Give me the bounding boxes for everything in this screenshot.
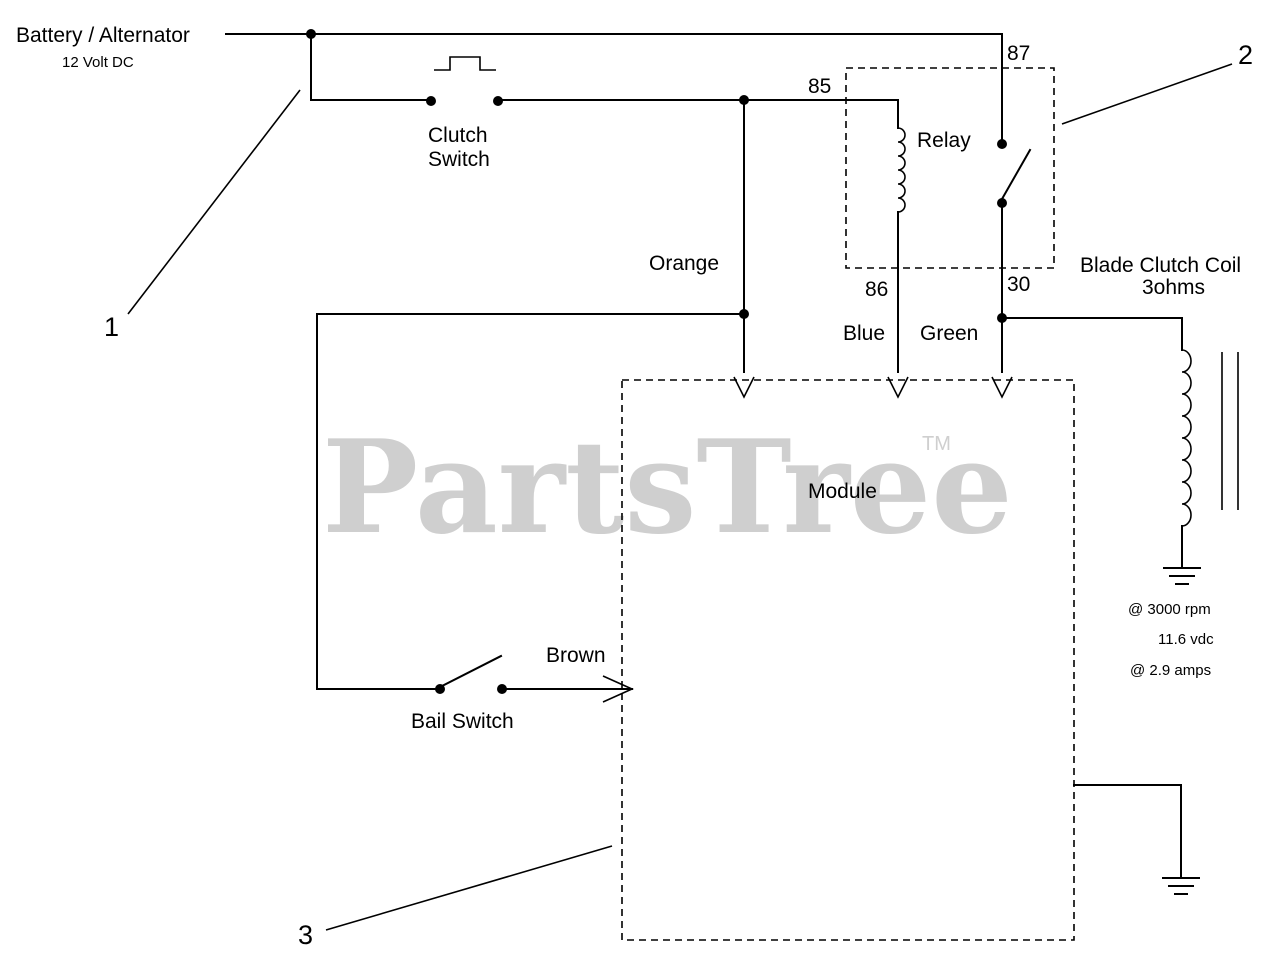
callout-3-leader <box>325 845 613 931</box>
coil-resistance-label: 3ohms <box>1142 276 1205 299</box>
orange-wire-label: Orange <box>649 252 719 275</box>
watermark-brand: PartsTree <box>322 413 1013 563</box>
coil-ground <box>1163 525 1201 585</box>
coil-core <box>1221 352 1239 510</box>
blade-clutch-coil <box>1181 349 1192 527</box>
bail-switch <box>435 654 634 703</box>
battery-alternator-label: Battery / Alternator <box>16 24 190 47</box>
clutch-switch-label-line2: Switch <box>428 148 490 171</box>
callout-1-leader <box>127 89 301 315</box>
brown-connector-arrow <box>602 675 634 703</box>
watermark-trademark: TM <box>922 433 951 455</box>
relay-coil <box>897 127 906 213</box>
callout-3: 3 <box>298 920 313 950</box>
green-wire-label: Green <box>920 322 978 345</box>
relay-box <box>845 67 1055 269</box>
battery-feed-wire <box>225 29 1003 144</box>
callout-1: 1 <box>104 312 119 342</box>
callout-2-leader <box>1061 63 1233 125</box>
terminal-85-label: 85 <box>808 75 831 98</box>
terminal-30-label: 30 <box>1007 273 1030 296</box>
module-box <box>621 379 1075 941</box>
coil-spec-current: @ 2.9 amps <box>1130 662 1211 679</box>
battery-junction-dot <box>306 29 316 39</box>
blade-clutch-coil-label: Blade Clutch Coil <box>1080 254 1241 277</box>
orange-connector-arrow <box>733 376 755 399</box>
coil-spec-voltage: 11.6 vdc <box>1158 631 1214 648</box>
terminal-86-label: 86 <box>865 278 888 301</box>
blue-connector-arrow <box>887 376 909 399</box>
green-connector-arrow <box>991 376 1013 399</box>
orange-wire <box>316 99 749 690</box>
blue-wire-label: Blue <box>843 322 885 345</box>
green-coil-wire <box>997 313 1183 351</box>
module-ground <box>1073 784 1200 895</box>
module-label: Module <box>808 480 877 503</box>
relay-label: Relay <box>917 129 971 152</box>
clutch-switch-label-line1: Clutch <box>428 124 488 147</box>
coil-spec-rpm: @ 3000 rpm <box>1128 601 1211 618</box>
bail-switch-label: Bail Switch <box>411 710 514 733</box>
relay-contact <box>997 139 1032 373</box>
callout-2: 2 <box>1238 40 1253 70</box>
relay-85-wire <box>497 95 899 373</box>
terminal-87-label: 87 <box>1007 42 1030 65</box>
clutch-switch <box>426 56 503 106</box>
voltage-label: 12 Volt DC <box>62 54 134 71</box>
brown-wire-label: Brown <box>546 644 606 667</box>
